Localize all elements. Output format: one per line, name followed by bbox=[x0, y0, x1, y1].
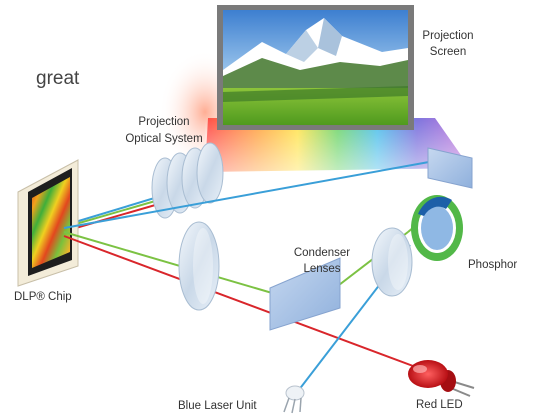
projection-optics-label-line2: Optical System bbox=[125, 133, 202, 145]
phosphor-label: Phosphor bbox=[468, 259, 517, 271]
red-led-label: Red LED bbox=[416, 399, 463, 411]
dlp-chip-label: DLP® Chip bbox=[14, 291, 72, 303]
condenser-label-line2: Lenses bbox=[303, 263, 340, 275]
red-led-icon bbox=[408, 360, 475, 397]
dichroic-mirror-icon bbox=[269, 257, 341, 331]
reflector-plate-icon bbox=[427, 147, 473, 189]
projection-screen-label-line2: Screen bbox=[430, 46, 466, 58]
projection-screen-label-line1: Projection bbox=[422, 30, 473, 42]
phosphor-wheel-icon bbox=[411, 195, 463, 261]
projection-lens-icon bbox=[151, 142, 224, 219]
caption-word: great bbox=[36, 68, 80, 89]
condenser-lens-icon bbox=[178, 221, 220, 311]
condenser-label-line1: Condenser bbox=[294, 247, 350, 259]
condenser-lens-2-icon bbox=[371, 227, 413, 297]
blue-laser-icon bbox=[283, 385, 305, 414]
dlp-chip-icon bbox=[17, 159, 79, 287]
projection-screen-icon bbox=[217, 5, 414, 130]
blue-laser-label: Blue Laser Unit bbox=[178, 400, 257, 412]
projection-optics-label-line1: Projection bbox=[138, 116, 189, 128]
